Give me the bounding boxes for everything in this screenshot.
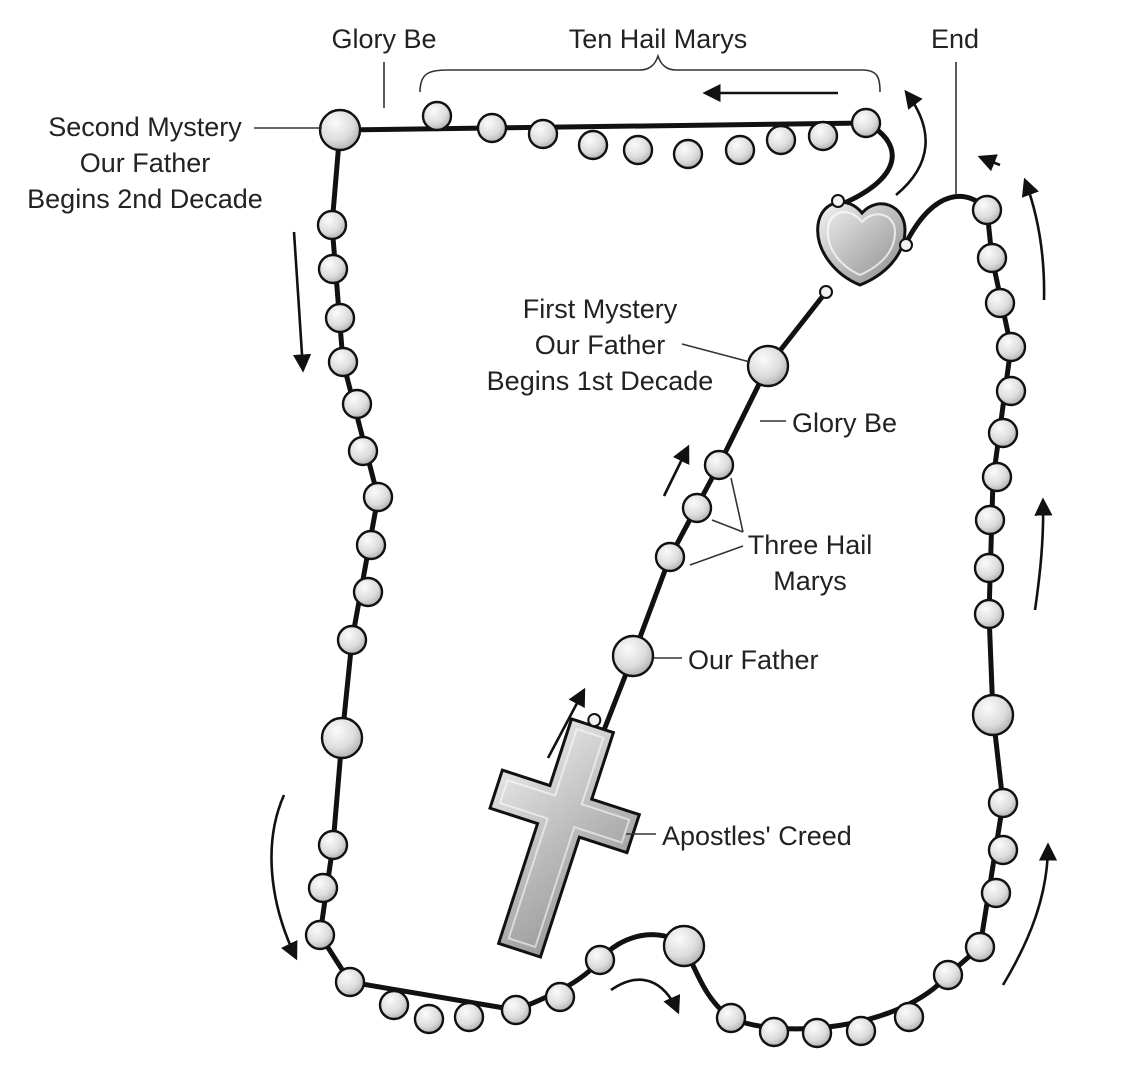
hail-mary-bead <box>421 100 453 132</box>
hail-mary-bead <box>577 129 609 161</box>
arrow-stem-up-icon <box>662 444 690 497</box>
arrow-up-right-icon <box>1033 497 1053 611</box>
arrow-curve-up-icon <box>895 89 927 196</box>
labels: Glory Be Ten Hail Marys End Second Myste… <box>27 24 979 851</box>
arrow-down-left-icon <box>270 794 298 961</box>
crucifix <box>488 713 642 959</box>
label-glory-be-top: Glory Be <box>331 24 436 54</box>
hail-mary-bead <box>801 1017 833 1049</box>
hail-mary-bead <box>995 331 1027 363</box>
hail-mary-bead <box>544 981 576 1013</box>
our-father-bead <box>662 924 706 968</box>
stem-beads <box>611 344 790 678</box>
hail-mary-bead <box>932 959 964 991</box>
hail-mary-bead <box>527 118 559 150</box>
hail-mary-bead <box>341 388 373 420</box>
hail-mary-bead <box>995 375 1027 407</box>
hail-mary-bead <box>984 287 1016 319</box>
hail-mary-bead <box>893 1001 925 1033</box>
hail-mary-bead <box>981 461 1013 493</box>
label-three-hail-marys-1: Three Hail <box>748 530 873 560</box>
hail-mary-bead <box>347 435 379 467</box>
label-first-mystery-3: Begins 1st Decade <box>487 366 714 396</box>
hail-mary-bead <box>304 919 336 951</box>
hail-mary-bead <box>378 989 410 1021</box>
hail-mary-bead <box>327 346 359 378</box>
hail-mary-bead <box>654 541 686 573</box>
hail-mary-bead <box>622 134 654 166</box>
loop-beads <box>304 100 1027 1049</box>
hail-mary-bead <box>758 1016 790 1048</box>
label-first-mystery-2: Our Father <box>535 330 666 360</box>
hail-mary-bead <box>355 529 387 561</box>
hail-mary-bead <box>352 576 384 608</box>
label-ten-hail-marys: Ten Hail Marys <box>569 24 748 54</box>
hail-mary-bead <box>724 134 756 166</box>
hail-mary-bead <box>317 829 349 861</box>
hail-mary-bead <box>987 834 1019 866</box>
our-father-bead <box>320 716 364 760</box>
hail-mary-bead <box>964 931 996 963</box>
first-our-father-bead <box>746 344 790 388</box>
label-three-hail-marys-2: Marys <box>773 566 847 596</box>
hail-mary-bead <box>987 417 1019 449</box>
hail-mary-bead <box>807 120 839 152</box>
hail-mary-bead <box>672 138 704 170</box>
label-first-mystery-1: First Mystery <box>523 294 678 324</box>
hail-mary-bead <box>987 787 1019 819</box>
arrow-up-right-icon <box>1021 177 1046 301</box>
hail-mary-bead <box>362 481 394 513</box>
arrow-small-icon <box>977 154 1001 172</box>
hail-mary-bead <box>316 209 348 241</box>
hail-mary-bead <box>317 253 349 285</box>
arrow-stem-up-icon <box>546 687 586 759</box>
hail-mary-bead <box>703 449 735 481</box>
label-second-mystery-1: Second Mystery <box>48 112 242 142</box>
heart-centerpiece <box>816 194 913 299</box>
label-our-father: Our Father <box>688 645 819 675</box>
label-apostles-creed: Apostles' Creed <box>662 821 852 851</box>
hail-mary-bead <box>765 124 797 156</box>
hail-mary-bead <box>974 504 1006 536</box>
our-father-bead <box>611 634 655 678</box>
label-end: End <box>931 24 979 54</box>
hail-mary-bead <box>980 877 1012 909</box>
hail-mary-bead <box>971 194 1003 226</box>
arrow-bottom-icon <box>610 978 681 1015</box>
hail-mary-bead <box>850 107 882 139</box>
label-second-mystery-2: Our Father <box>80 148 211 178</box>
hail-mary-bead <box>413 1003 445 1035</box>
hail-mary-bead <box>324 302 356 334</box>
label-second-mystery-3: Begins 2nd Decade <box>27 184 263 214</box>
our-father-bead <box>971 693 1015 737</box>
hail-mary-bead <box>476 112 508 144</box>
hail-mary-bead <box>334 966 366 998</box>
hail-mary-bead <box>453 1001 485 1033</box>
arrow-up-right-icon <box>1001 842 1058 986</box>
hail-mary-bead <box>336 624 368 656</box>
hail-mary-bead <box>976 242 1008 274</box>
hail-mary-bead <box>500 994 532 1026</box>
arrow-down-left-icon <box>292 231 312 373</box>
hail-mary-bead <box>715 1002 747 1034</box>
hail-mary-bead <box>845 1015 877 1047</box>
label-glory-be-stem: Glory Be <box>792 408 897 438</box>
our-father-bead <box>318 108 362 152</box>
hail-mary-bead <box>584 944 616 976</box>
hail-mary-bead <box>307 872 339 904</box>
direction-arrows <box>270 83 1058 1015</box>
hail-mary-bead <box>681 492 713 524</box>
hail-mary-bead <box>973 552 1005 584</box>
hail-mary-bead <box>973 598 1005 630</box>
leader-lines <box>254 53 957 835</box>
